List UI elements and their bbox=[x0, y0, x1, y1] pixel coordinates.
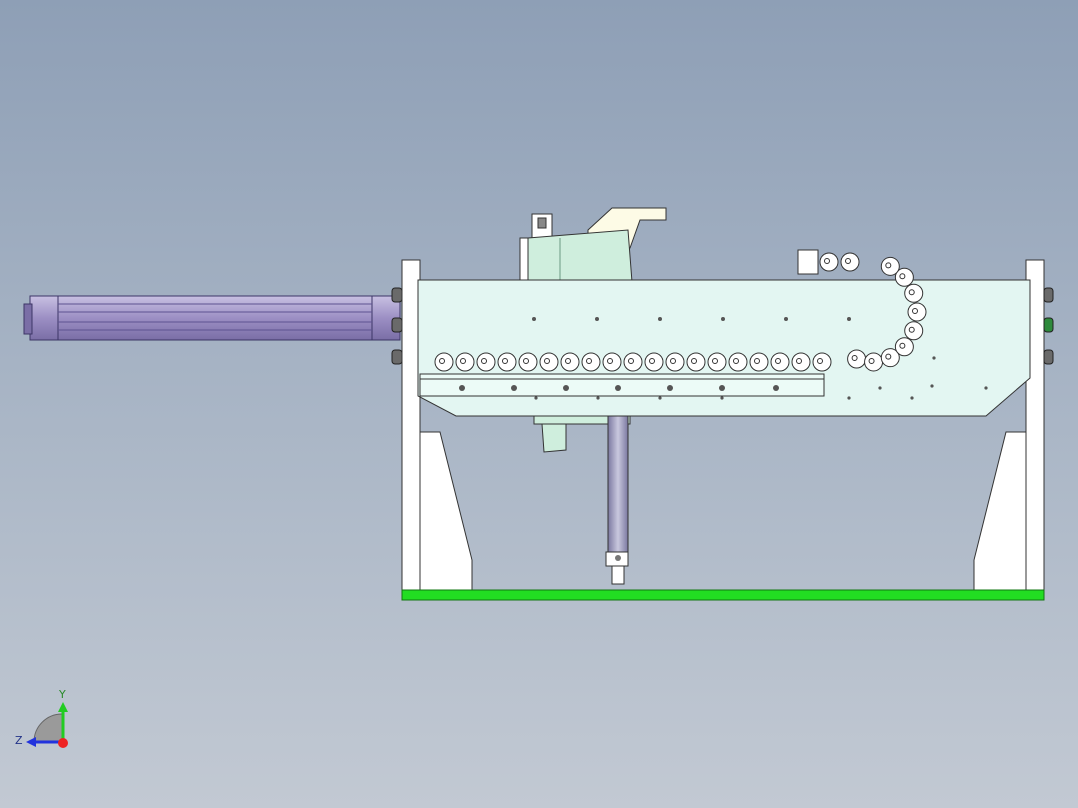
chain-link-pin bbox=[649, 358, 655, 364]
chain-link-pin bbox=[912, 308, 918, 314]
chain-link-pin bbox=[460, 358, 466, 364]
chain-link-pin bbox=[899, 273, 906, 280]
chain-link-pin bbox=[670, 358, 676, 364]
chain-link-pin bbox=[754, 358, 760, 364]
chain-link-pin bbox=[586, 358, 592, 364]
chain-link-pin bbox=[899, 342, 906, 349]
chain-link-pin bbox=[851, 354, 858, 361]
chain-link-pin bbox=[733, 358, 739, 364]
origin-dot bbox=[58, 738, 68, 748]
chain-link-pin bbox=[565, 358, 571, 364]
y-axis-label: Y bbox=[58, 688, 66, 701]
chain-link-pin bbox=[502, 358, 508, 364]
chain-link-pin bbox=[885, 353, 892, 360]
chain-link-pin bbox=[885, 262, 892, 269]
chain-link-pin bbox=[796, 358, 802, 364]
chain-link-pin bbox=[607, 358, 613, 364]
chain-link-pin bbox=[824, 258, 830, 264]
chain-link-pin bbox=[544, 358, 550, 364]
chain-link-pin bbox=[908, 289, 915, 296]
green-base-plate[interactable] bbox=[401, 589, 1045, 601]
chain-link-pin bbox=[845, 258, 851, 264]
lower-carriage[interactable] bbox=[533, 415, 631, 585]
chain-link-pin bbox=[817, 358, 823, 364]
cable-drag-chain[interactable] bbox=[434, 249, 927, 372]
chain-link-pin bbox=[523, 358, 529, 364]
orientation-triad[interactable]: Y Z bbox=[8, 684, 88, 764]
chain-link-pin bbox=[775, 358, 781, 364]
motor-assembly[interactable] bbox=[519, 207, 667, 283]
chain-link-pin bbox=[481, 358, 487, 364]
chain-link-pin bbox=[691, 358, 697, 364]
panel-holes bbox=[459, 317, 988, 400]
z-axis-label: Z bbox=[15, 734, 23, 747]
chain-link-pin bbox=[868, 357, 875, 364]
main-slide-panel[interactable] bbox=[417, 279, 1031, 417]
chain-link-pin bbox=[908, 326, 915, 333]
chain-end-bracket bbox=[797, 249, 819, 275]
left-pneumatic-cylinder[interactable] bbox=[23, 287, 403, 365]
chain-link-pin bbox=[439, 358, 445, 364]
chain-link-pin bbox=[628, 358, 634, 364]
chain-link-pin bbox=[712, 358, 718, 364]
left-frame-post[interactable] bbox=[401, 259, 473, 593]
